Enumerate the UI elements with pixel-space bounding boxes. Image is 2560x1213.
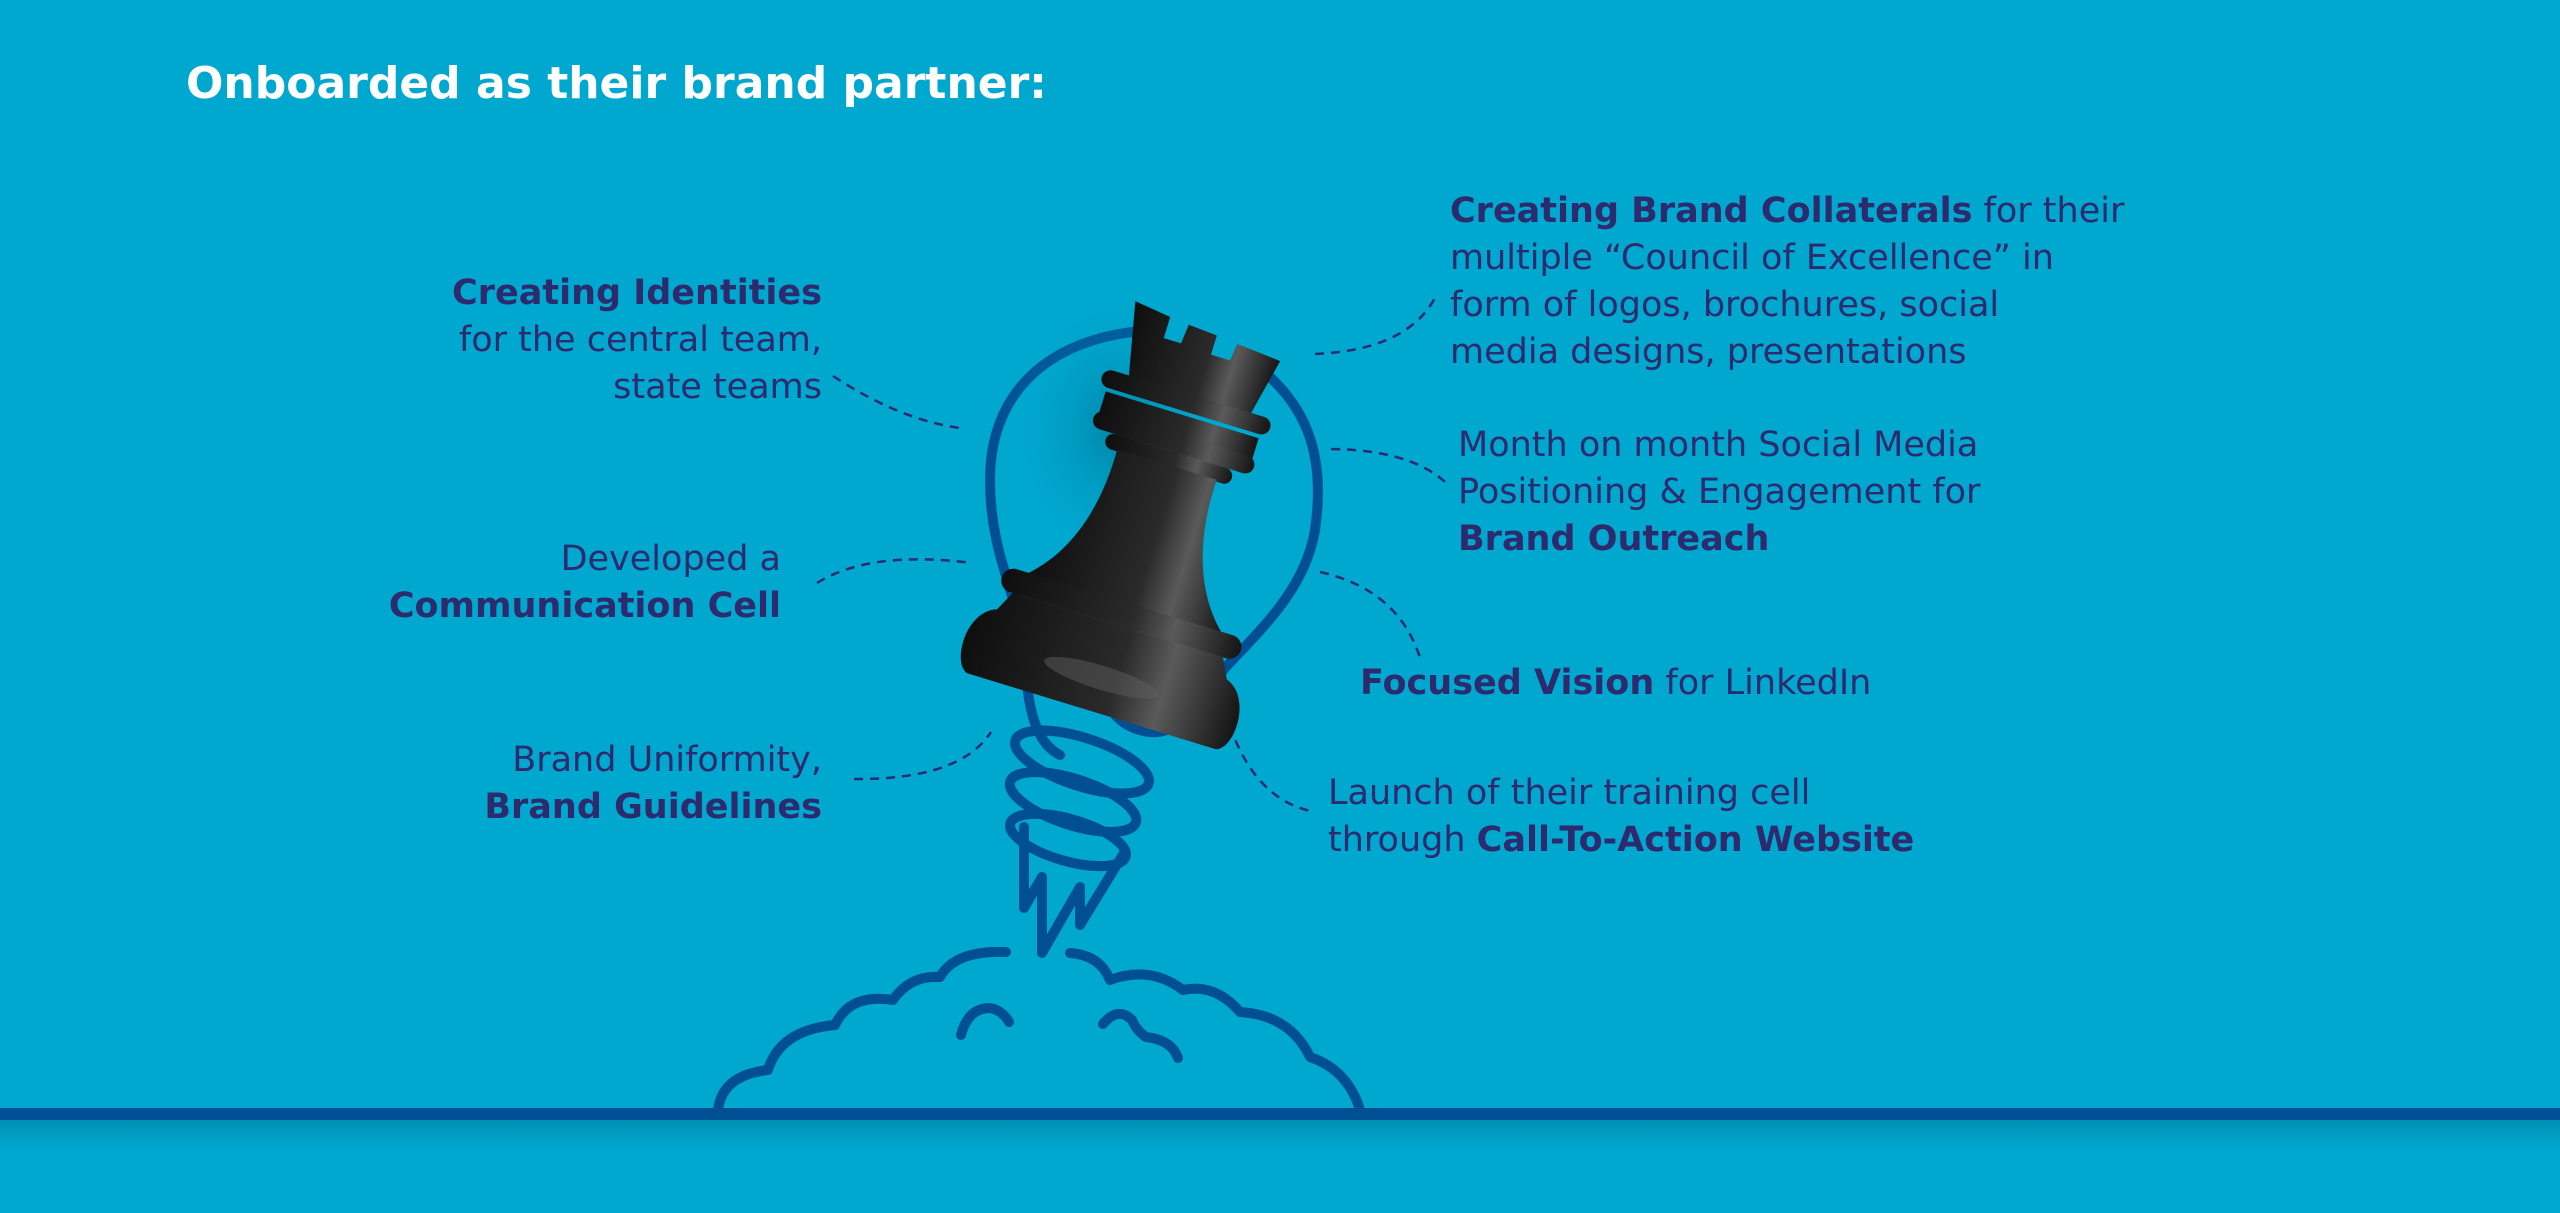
item-text: Launch of their training cell bbox=[1328, 773, 1811, 813]
item-focused-vision: Focused Vision for LinkedIn bbox=[1360, 660, 1871, 707]
item-text: Month on month Social Media bbox=[1458, 425, 1979, 465]
item-text: Developed a bbox=[560, 539, 781, 579]
chess-rook-icon bbox=[960, 301, 1281, 750]
connector-collaterals bbox=[1314, 293, 1439, 356]
item-text: for the central team, bbox=[458, 320, 822, 360]
item-heading: Call-To-Action Website bbox=[1476, 820, 1915, 860]
item-heading: Brand Guidelines bbox=[484, 787, 822, 827]
connector-social bbox=[1330, 447, 1446, 483]
connector-uniformity bbox=[853, 731, 993, 781]
item-text: Positioning & Engagement for bbox=[1458, 472, 1981, 512]
connector-launch bbox=[1223, 709, 1316, 814]
page-title: Onboarded as their brand partner: bbox=[186, 58, 1047, 109]
item-heading: Creating Brand Collaterals bbox=[1450, 191, 1973, 231]
item-communication-cell: Developed a Communication Cell bbox=[389, 536, 781, 630]
item-heading: Communication Cell bbox=[388, 586, 781, 626]
item-text: Brand Uniformity, bbox=[512, 740, 822, 780]
item-heading: Brand Outreach bbox=[1458, 519, 1770, 559]
item-heading: Focused Vision bbox=[1360, 663, 1655, 703]
item-brand-outreach: Month on month Social Media Positioning … bbox=[1458, 422, 1980, 563]
ground-shadow bbox=[0, 1120, 2560, 1150]
item-text: multiple “Council of Excellence” in bbox=[1450, 238, 2054, 278]
item-brand-collaterals: Creating Brand Collaterals for their mul… bbox=[1450, 188, 2124, 376]
item-text: for LinkedIn bbox=[1654, 663, 1872, 703]
connector-communication bbox=[816, 558, 973, 585]
item-text: for their bbox=[1972, 191, 2125, 231]
item-text: media designs, presentations bbox=[1450, 332, 1967, 372]
item-creating-identities: Creating Identities for the central team… bbox=[452, 270, 822, 411]
item-text: through bbox=[1328, 820, 1477, 860]
item-text: state teams bbox=[613, 367, 822, 407]
item-heading: Creating Identities bbox=[452, 273, 822, 313]
item-cta-website: Launch of their training cell through Ca… bbox=[1328, 770, 1914, 864]
smoke-cloud-icon bbox=[713, 946, 1365, 1115]
rocket-flame-icon bbox=[1004, 725, 1154, 958]
connector-identities bbox=[832, 374, 961, 430]
ground-line bbox=[0, 1108, 2560, 1120]
connector-vision bbox=[1319, 570, 1423, 662]
item-brand-guidelines: Brand Uniformity, Brand Guidelines bbox=[484, 737, 822, 831]
item-text: form of logos, brochures, social bbox=[1450, 285, 2000, 325]
